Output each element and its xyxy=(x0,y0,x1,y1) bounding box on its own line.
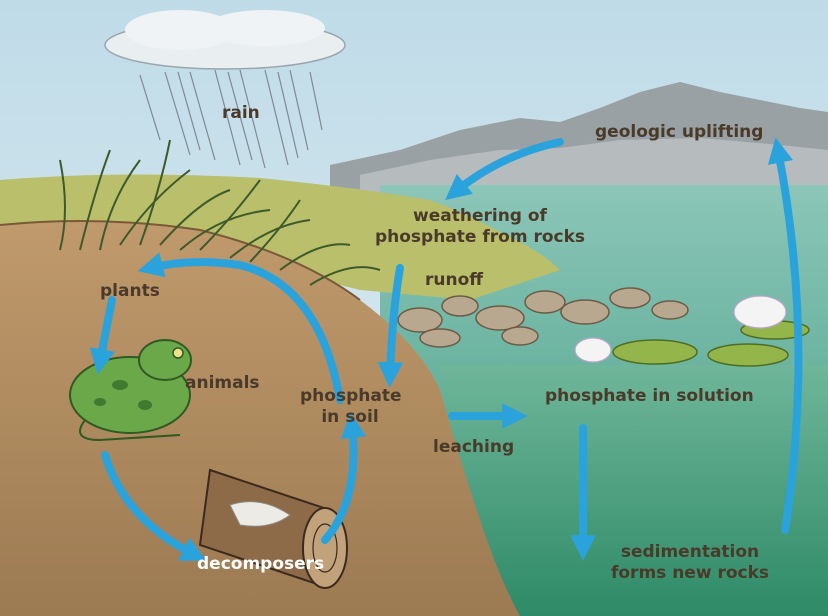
label-sedimentation-line2: forms new rocks xyxy=(600,563,780,584)
label-animals: animals xyxy=(185,373,260,394)
label-phosphate-in-solution: phosphate in solution xyxy=(545,386,754,407)
label-rain: rain xyxy=(222,103,260,124)
label-runoff: runoff xyxy=(425,270,483,291)
label-sedimentation: sedimentation forms new rocks xyxy=(600,542,780,584)
label-leaching: leaching xyxy=(433,437,514,458)
label-sedimentation-line1: sedimentation xyxy=(600,542,780,563)
label-phosphate-in-soil-line1: phosphate xyxy=(300,386,400,407)
label-weathering-line1: weathering of xyxy=(370,206,590,227)
label-geologic-uplifting: geologic uplifting xyxy=(595,122,763,143)
label-weathering: weathering of phosphate from rocks xyxy=(370,206,590,248)
label-decomposers: decomposers xyxy=(197,554,324,575)
label-phosphate-in-soil-line2: in soil xyxy=(300,407,400,428)
rain-cloud xyxy=(105,10,345,69)
label-weathering-line2: phosphate from rocks xyxy=(370,227,590,248)
label-phosphate-in-soil: phosphate in soil xyxy=(300,386,400,428)
label-plants: plants xyxy=(100,281,160,302)
